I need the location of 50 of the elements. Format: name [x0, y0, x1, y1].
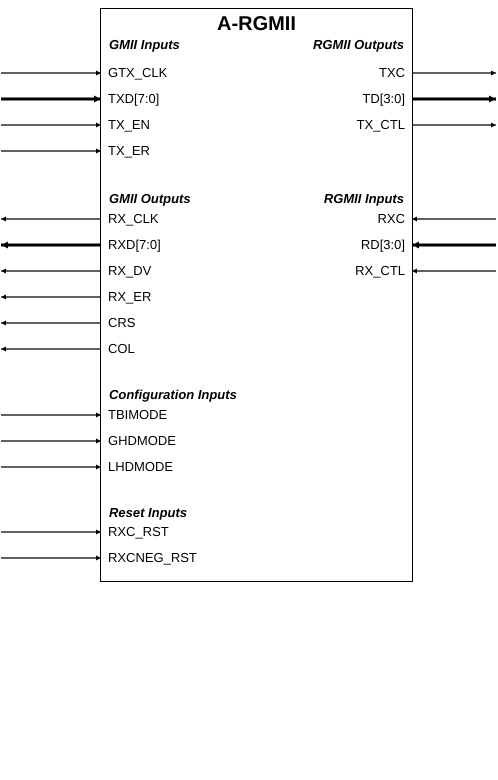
pin-label: COL [101, 339, 135, 359]
signal-arrow [1, 122, 101, 128]
pin-label: RX_CTL [355, 261, 412, 281]
signal-arrow [1, 148, 101, 154]
pin-label: GHDMODE [101, 431, 176, 451]
signal-arrow [1, 556, 101, 560]
pin-label: TXD[7:0] [101, 89, 160, 109]
signal-arrow [1, 294, 101, 300]
signal-arrow [1, 242, 101, 248]
signal-arrow [1, 464, 101, 470]
signal-arrow [412, 242, 496, 248]
group-heading: GMII Inputs [109, 37, 180, 52]
pin-label: TBIMODE [101, 405, 168, 425]
signal-arrow [412, 268, 496, 274]
pin-label: RXC_RST [101, 522, 169, 542]
pin-label: RD[3:0] [360, 235, 412, 255]
group-heading: Configuration Inputs [109, 387, 237, 402]
signal-arrow [1, 530, 101, 534]
pin-label: LHDMODE [101, 457, 174, 477]
pin-label: RXCNEG_RST [101, 548, 197, 568]
pin-label: TD[3:0] [362, 89, 412, 109]
signal-arrow [412, 70, 496, 76]
signal-arrow [1, 412, 101, 418]
block-title: A-RGMII [216, 13, 297, 36]
pin-label: CRS [101, 313, 136, 333]
signal-arrow [1, 346, 101, 352]
signal-arrow [412, 122, 496, 128]
group-heading: RGMII Inputs [324, 191, 404, 206]
pin-label: TX_ER [101, 141, 150, 161]
signal-arrow [1, 320, 101, 326]
pin-label: TX_EN [101, 115, 150, 135]
pin-label: TXC [379, 63, 412, 83]
group-heading: Reset Inputs [109, 505, 188, 520]
pin-label: TX_CTL [356, 115, 412, 135]
signal-arrow [1, 268, 101, 274]
pin-label: RX_DV [101, 261, 152, 281]
pin-label: RX_ER [101, 287, 152, 307]
pin-label: GTX_CLK [101, 63, 168, 83]
group-heading: GMII Outputs [109, 191, 191, 206]
signal-arrow [412, 96, 496, 102]
pin-label: RX_CLK [101, 209, 159, 229]
group-heading: RGMII Outputs [313, 37, 404, 52]
block-box [100, 8, 413, 582]
signal-arrow [1, 70, 101, 76]
signal-arrow [412, 216, 496, 222]
signal-arrow [1, 96, 101, 102]
signal-arrow [1, 216, 101, 222]
pin-label: RXC [378, 209, 412, 229]
signal-arrow [1, 438, 101, 444]
pin-label: RXD[7:0] [101, 235, 161, 255]
